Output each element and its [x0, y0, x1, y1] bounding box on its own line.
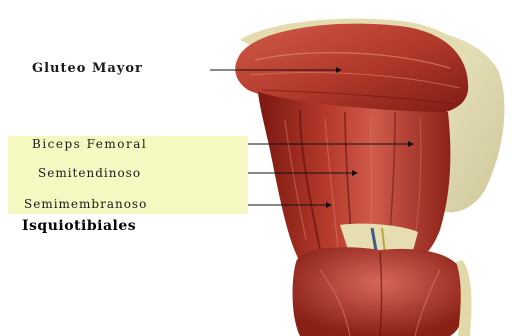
label-gluteo-mayor: Gluteo Mayor — [32, 62, 143, 75]
label-semimembranoso: Semimembranoso — [24, 198, 147, 210]
calf-muscles-shape — [293, 247, 468, 336]
label-semitendinoso: Semitendinoso — [38, 167, 141, 179]
label-biceps-femoral: Biceps Femoral — [32, 138, 147, 150]
figure-caption: Isquiotibiales — [22, 219, 136, 233]
